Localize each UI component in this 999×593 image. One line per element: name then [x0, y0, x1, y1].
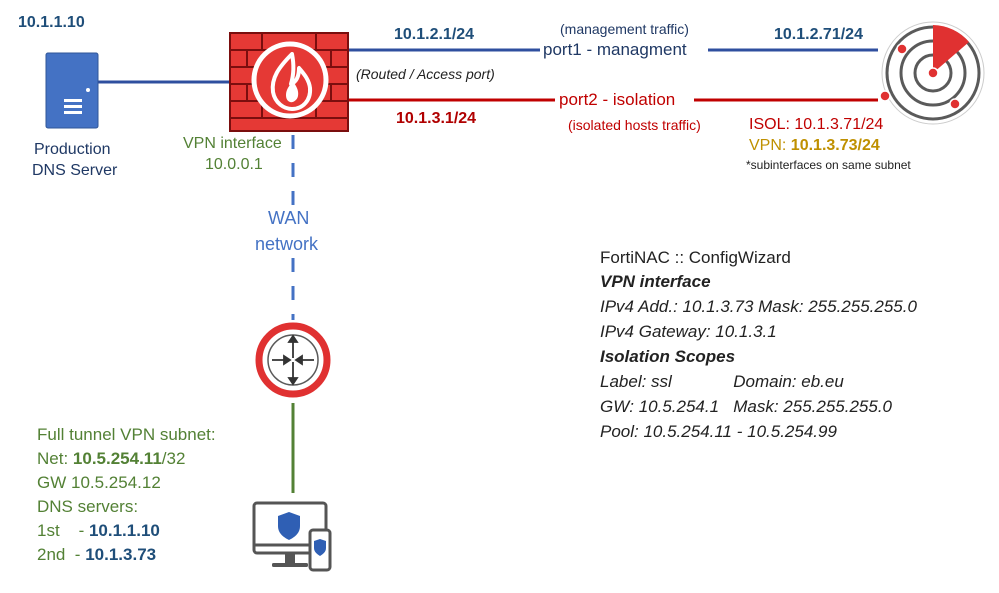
wan-label-line2: network [255, 234, 319, 254]
vpn-interface-ip: 10.0.0.1 [205, 156, 263, 173]
vpn-subinterface: VPN: 10.1.3.73/24 [749, 137, 880, 155]
vpn-label: VPN: [749, 137, 791, 154]
isol-interface: ISOL: 10.1.3.71/24 [749, 116, 883, 134]
port1-firewall-ip: 10.1.2.1/24 [394, 26, 475, 43]
port1-name: port1 - managment [543, 40, 687, 59]
dns-server-2: 2nd - 10.1.3.73 [37, 545, 156, 565]
dns-server-label-line2: DNS Server [32, 162, 118, 179]
config-ipv4-address: IPv4 Add.: 10.1.3.73 Mask: 255.255.255.0 [600, 297, 917, 316]
dns1-ip: 10.1.1.10 [88, 521, 160, 540]
config-scopes-heading: Isolation Scopes [600, 347, 736, 366]
vpn-ip: 10.1.3.73/24 [790, 137, 880, 154]
config-title: FortiNAC :: ConfigWizard [600, 248, 791, 267]
port2-name: port2 - isolation [559, 90, 676, 109]
vpn-net-ip: 10.5.254.11 [72, 449, 162, 468]
vpn-net: Net: 10.5.254.11/32 [37, 449, 185, 469]
dns-server-1: 1st - 10.1.1.10 [37, 521, 160, 541]
vpn-net-suffix: /32 [161, 449, 186, 468]
server-icon [45, 52, 99, 129]
subinterfaces-note: *subinterfaces on same subnet [746, 158, 911, 172]
config-ipv4-gateway: IPv4 Gateway: 10.1.3.1 [600, 322, 777, 341]
config-scope-pool: Pool: 10.5.254.11 - 10.5.254.99 [600, 422, 837, 441]
router-icon [255, 322, 331, 398]
isol-label: ISOL: [749, 116, 795, 133]
port1-traffic-label: (management traffic) [560, 21, 689, 37]
config-scope-gateway: GW: 10.5.254.1 Mask: 255.255.255.0 [600, 397, 893, 416]
port1-mode: (Routed / Access port) [356, 66, 495, 82]
wan-label-line1: WAN [268, 208, 310, 228]
port2-firewall-ip: 10.1.3.1/24 [396, 110, 477, 127]
firewall-icon [229, 32, 349, 132]
dns-server-label-line1: Production [34, 141, 111, 158]
port1-nac-ip: 10.1.2.71/24 [774, 26, 863, 43]
isol-ip: 10.1.3.71/24 [794, 116, 884, 133]
config-scope-label: Label: ssl Domain: eb.eu [600, 372, 844, 391]
vpn-interface-label: VPN interface [183, 135, 282, 152]
dns-servers-label: DNS servers: [37, 497, 139, 516]
dns-server-ip: 10.1.1.10 [18, 14, 85, 31]
config-vpn-heading: VPN interface [600, 272, 711, 291]
devices-icon [252, 501, 332, 572]
vpn-gateway: GW 10.5.254.12 [37, 473, 161, 492]
vpn-net-label: Net: [37, 449, 73, 468]
dns2-label: 2nd - [37, 545, 86, 564]
vpn-subnet-label: Full tunnel VPN subnet: [37, 425, 216, 444]
dns2-ip: 10.1.3.73 [85, 545, 157, 564]
dns1-label: 1st - [37, 521, 89, 540]
port2-traffic-label: (isolated hosts traffic) [568, 117, 701, 133]
radar-icon [879, 21, 985, 125]
